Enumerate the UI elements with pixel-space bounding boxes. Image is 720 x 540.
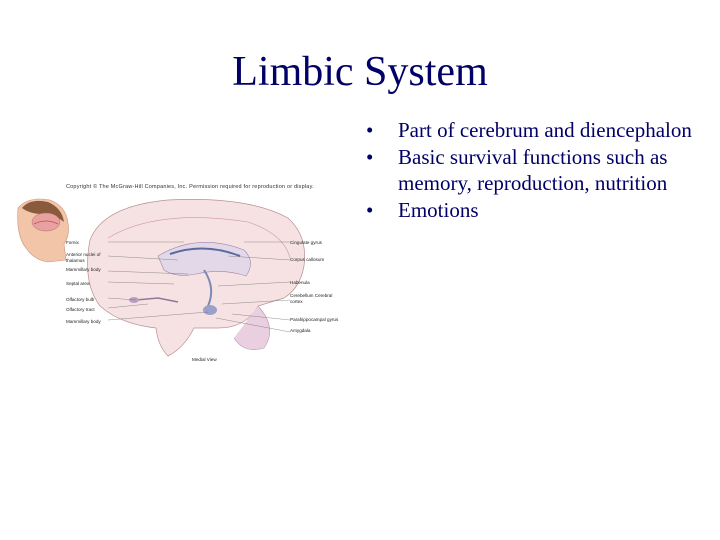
label-fornix: Fornix <box>66 240 79 245</box>
label-anterior-nuclei: Anterior nuclei of thalamus <box>66 252 101 263</box>
slide-title: Limbic System <box>232 49 488 95</box>
label-corpus-callosum: Corpus callosum <box>290 257 325 262</box>
bullet-item: Part of cerebrum and diencephalon <box>366 117 716 143</box>
figure-copyright: Copyright © The McGraw-Hill Companies, I… <box>66 184 314 190</box>
figure-caption: Medial View <box>192 357 217 362</box>
label-olfactory-tract: Olfactory tract <box>66 307 95 312</box>
limbic-system-illustration <box>17 198 305 357</box>
bullet-list: Part of cerebrum and diencephalon Basic … <box>366 117 716 224</box>
label-habenula: Habenula <box>290 280 310 285</box>
brain-section <box>87 199 305 357</box>
head-thumbnail-image <box>17 198 69 263</box>
bullet-item: Emotions <box>366 197 716 223</box>
bullet-item: Basic survival functions such as memory,… <box>366 144 716 196</box>
label-mammillary-body: Mammillary body <box>66 267 101 272</box>
label-septal-area: Septal area <box>66 281 90 286</box>
label-olfactory-bulb: Olfactory bulb <box>66 297 95 302</box>
label-mammillary-body-2: Mammillary body <box>66 319 101 324</box>
label-cingulate-gyrus: Cingulate gyrus <box>290 240 322 245</box>
label-amygdala: Amygdala <box>290 328 311 333</box>
label-parahippocampal-gyrus: Parahippocampal gyrus <box>290 317 339 322</box>
label-cerebellum: Cerebellum Cerebral cortex <box>290 293 333 304</box>
